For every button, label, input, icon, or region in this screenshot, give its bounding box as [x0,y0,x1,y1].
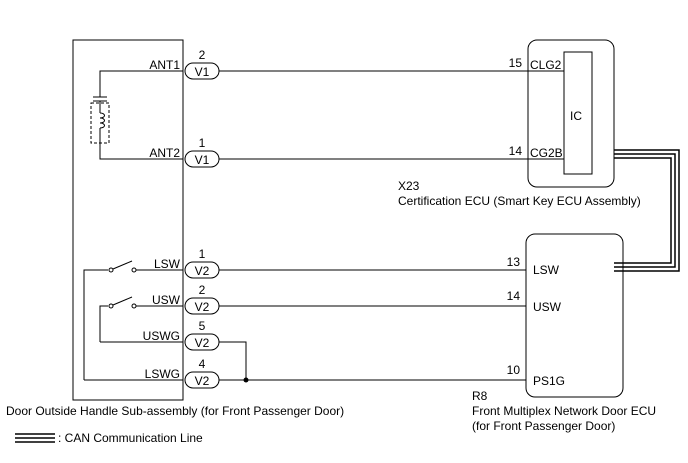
door-pin-14: 14 [507,289,521,303]
pin-number-lsw: 1 [199,247,206,261]
terminal-label-lswg: LSWG [145,367,180,381]
antenna-coil-symbol [90,70,183,160]
cert-ecu-name: Certification ECU (Smart Key ECU Assembl… [398,194,641,208]
connector-ant1: V1 2 [184,48,220,80]
connector-label-lsw: V2 [195,264,210,278]
terminal-label-ant2: ANT2 [149,146,180,160]
connector-lswg: V2 4 [184,357,220,389]
connector-label-uswg: V2 [195,336,210,350]
switch-wiring [83,260,183,381]
external-wires [219,70,528,381]
door-ecu-name-line1: Front Multiplex Network Door ECU [472,404,656,418]
connector-uswg: V2 5 [184,319,220,351]
door-ecu-box [525,233,624,398]
cert-terminal-clg2: CLG2 [530,58,562,72]
connector-label-lswg: V2 [195,374,210,388]
connector-usw: V2 2 [184,283,220,315]
door-pin-13: 13 [507,255,521,269]
door-pin-10: 10 [507,363,521,377]
legend-can-symbol [15,433,55,443]
legend-can-label: : CAN Communication Line [58,431,203,445]
ic-label: IC [570,109,582,123]
door-terminal-usw: USW [533,300,562,314]
terminal-label-lsw: LSW [154,257,181,271]
connector-label-usw: V2 [195,300,210,314]
pin-number-ant1: 2 [199,48,206,62]
connector-ant2: V1 1 [184,136,220,168]
certification-ecu-box [527,39,615,188]
connector-lsw: V2 1 [184,247,220,279]
door-ecu-name-line2: (for Front Passenger Door) [472,419,615,433]
pin-number-ant2: 1 [199,136,206,150]
door-outside-handle-name: Door Outside Handle Sub-assembly (for Fr… [6,404,344,418]
door-outside-handle-box [72,39,184,401]
cert-terminal-cg2b: CG2B [530,146,563,160]
cert-pin-14: 14 [509,144,523,158]
terminal-label-ant1: ANT1 [149,58,180,72]
splice-point [243,377,249,383]
can-communication-line [614,149,680,272]
terminal-label-usw: USW [152,293,181,307]
pin-number-usw: 2 [199,283,206,297]
cert-ecu-code: X23 [398,179,420,193]
pin-number-uswg: 5 [199,319,206,333]
terminal-label-uswg: USWG [143,329,180,343]
door-terminal-ps1g: PS1G [533,374,565,388]
ic-box [563,51,593,175]
door-terminal-lsw: LSW [533,263,560,277]
door-ecu-code: R8 [472,389,488,403]
connector-label-ant2: V1 [195,153,210,167]
cert-pin-15: 15 [509,56,523,70]
pin-number-lswg: 4 [199,357,206,371]
connector-label-ant1: V1 [195,65,210,79]
